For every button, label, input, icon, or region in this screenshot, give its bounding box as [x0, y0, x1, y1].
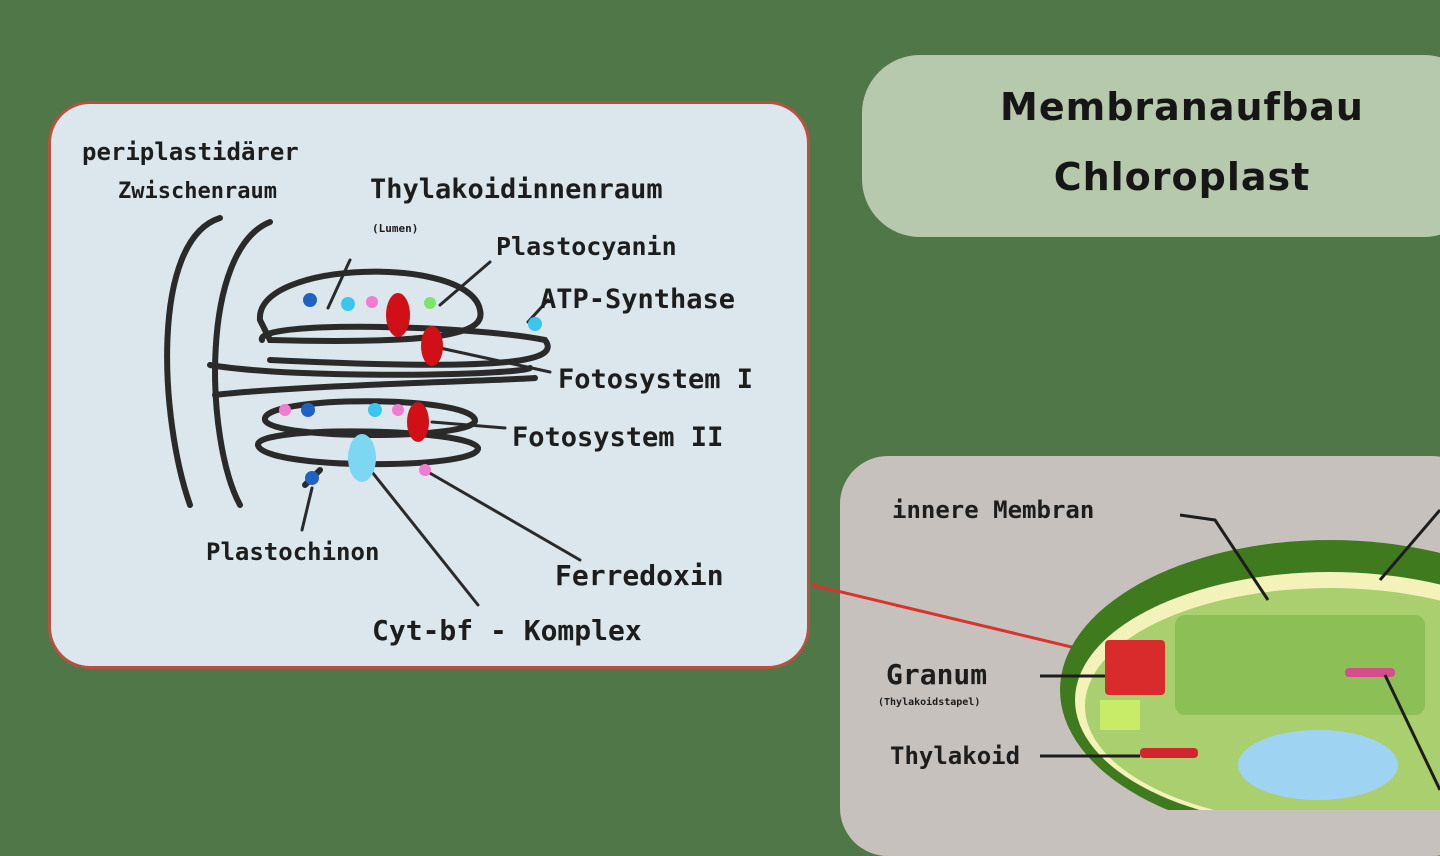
plastoquinone-dot-1: [303, 293, 317, 307]
photosystem-red-2: [421, 326, 443, 366]
chloroplast-drawing: [1040, 509, 1440, 810]
membrane-drawing: [164, 215, 582, 607]
label-atp-synthase: ATP-Synthase: [540, 284, 735, 315]
stroma-lamella-1: [207, 362, 533, 378]
ferredoxin-dot: [419, 464, 431, 476]
label-granum-sub: (Thylakoidstapel): [878, 696, 980, 708]
outer-membrane-pointer: [1378, 509, 1440, 581]
label-thylakoidinnenraum: Thylakoidinnenraum: [370, 174, 663, 205]
ferredoxin-pointer: [426, 470, 582, 562]
stroma-lamella-2: [212, 375, 538, 398]
plastoquinone-dot-2: [301, 403, 315, 417]
thylakoid-patch: [1100, 700, 1140, 730]
label-periplastid: periplastidärer: [82, 138, 299, 166]
label-innere-membran: innere Membran: [892, 496, 1094, 524]
grana-region: [1175, 615, 1425, 715]
starch-vacuole: [1238, 730, 1398, 800]
label-granum: Granum: [886, 658, 987, 691]
granum-highlight: [1105, 640, 1165, 695]
cyan-dot-2: [368, 403, 382, 417]
outer-membrane-arc: [164, 215, 223, 508]
label-fotosystem-2: Fotosystem II: [512, 422, 723, 453]
pink-dot-3: [392, 404, 404, 416]
pink-dot-1: [366, 296, 378, 308]
inner-membrane-arc: [212, 219, 273, 508]
lamella-pointer: [1383, 674, 1440, 791]
label-cyt-komplex: Cyt-bf - Komplex: [372, 614, 642, 647]
plastocyanin-dot: [424, 297, 436, 309]
plastoquinone-dot-3: [305, 471, 319, 485]
label-ferredoxin: Ferredoxin: [555, 559, 724, 592]
cyan-dot-1: [341, 297, 355, 311]
title-line-1: Membranaufbau: [1000, 85, 1364, 129]
label-plastochinon: Plastochinon: [206, 538, 379, 566]
cyt-pointer: [370, 470, 480, 607]
label-lumen: (Lumen): [372, 222, 418, 235]
thylakoid-upper-1: [256, 268, 484, 344]
lumen-pointer: [326, 258, 352, 310]
label-plastocyanin: Plastocyanin: [496, 232, 677, 261]
inner-membrane-pointer: [1179, 513, 1270, 601]
thylakoid-red: [1140, 748, 1198, 758]
pink-dot-2: [279, 404, 291, 416]
label-thylakoid: Thylakoid: [890, 742, 1020, 770]
thylakoid-upper-2: [259, 323, 551, 368]
cyt-complex-shape: [348, 434, 376, 482]
membrane-detail-panel: [48, 101, 810, 669]
photosystem-red-1: [386, 293, 410, 337]
ps2-pointer: [430, 420, 507, 430]
plastochinon-leader: [300, 486, 314, 532]
title-line-2: Chloroplast: [1053, 155, 1311, 199]
zoom-connector: [811, 583, 1106, 657]
ps1-pointer: [438, 346, 552, 374]
title-box: Membranaufbau Chloroplast: [862, 55, 1440, 237]
label-fotosystem-1: Fotosystem I: [558, 364, 753, 395]
label-zwischenraum: Zwischenraum: [118, 179, 277, 204]
atp-synthase-dot: [528, 317, 542, 331]
plastocyanin-pointer: [438, 260, 492, 307]
photosystem-red-3: [407, 402, 429, 442]
pink-lamella: [1345, 668, 1395, 677]
thylakoid-lower-2: [255, 428, 481, 468]
diagram-canvas: periplastidärer Zwischenraum Thylakoidin…: [82, 138, 1440, 810]
